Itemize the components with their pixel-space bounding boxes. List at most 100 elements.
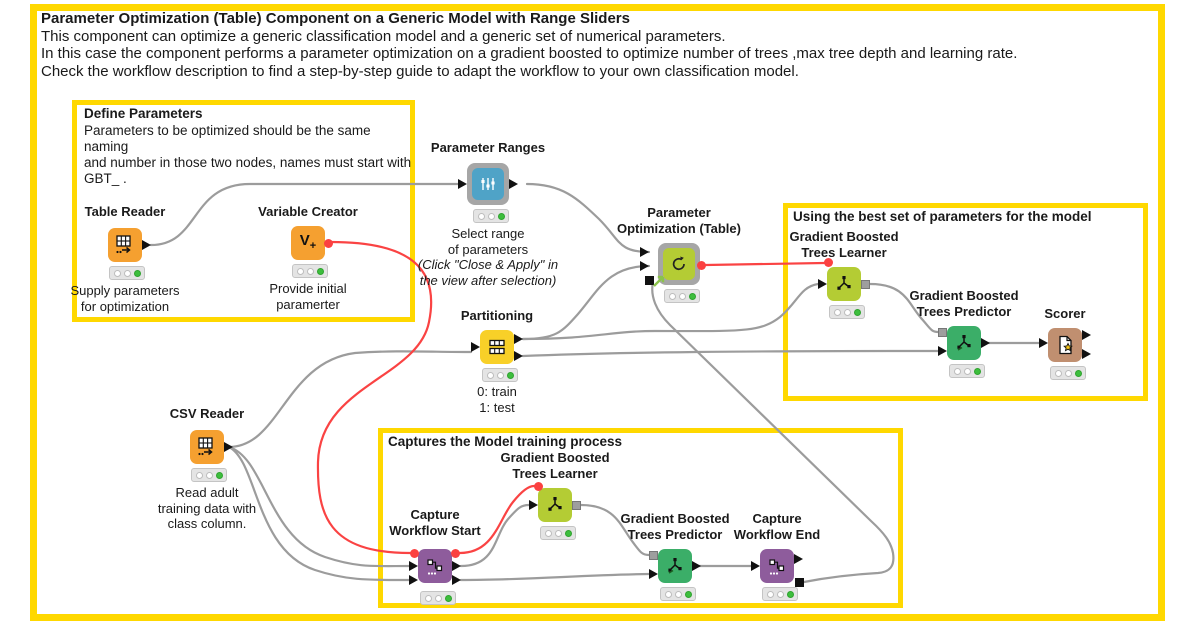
edge-gbt-learner-right-to-gbt-pred-right[interactable] bbox=[868, 282, 940, 334]
flow-variable-input-port[interactable] bbox=[410, 548, 419, 558]
capture-workflow-icon bbox=[769, 559, 785, 575]
node-label: Table Reader bbox=[84, 204, 166, 219]
workflow-input-port[interactable] bbox=[645, 276, 654, 285]
table-icon bbox=[198, 437, 213, 456]
flow-variable-input-port[interactable] bbox=[534, 481, 543, 491]
node-caption: Supply parameters for optimization bbox=[70, 283, 180, 314]
node-label: Capture Workflow End bbox=[733, 511, 821, 542]
edge-capture-start-to-gbt-learner-bottom-flowvar[interactable] bbox=[458, 484, 536, 555]
model-output-port[interactable] bbox=[572, 500, 581, 510]
node-caption: 0: train 1: test bbox=[477, 384, 517, 415]
edge-param-opt-to-gbt-learner-right[interactable] bbox=[704, 261, 826, 267]
output-port[interactable] bbox=[1082, 329, 1091, 340]
output-port[interactable] bbox=[692, 560, 701, 571]
input-port[interactable] bbox=[751, 560, 760, 571]
edge-capture-start-to-gbt-pred-bottom[interactable] bbox=[459, 572, 651, 582]
edge-csv-reader-to-partitioning[interactable] bbox=[227, 350, 473, 449]
model-input-port[interactable] bbox=[938, 327, 947, 337]
status-traffic-light bbox=[540, 526, 576, 540]
edge-csv-reader-to-capture-start-1[interactable] bbox=[227, 445, 411, 568]
input-port[interactable] bbox=[938, 345, 947, 356]
input-port[interactable] bbox=[649, 568, 658, 579]
range-sliders-icon bbox=[481, 178, 495, 190]
output-port[interactable] bbox=[224, 441, 233, 452]
output-port[interactable] bbox=[981, 337, 990, 348]
output-port-test[interactable] bbox=[514, 350, 523, 361]
workflow-description: This component can optimize a generic cl… bbox=[41, 28, 1018, 80]
node-gbt-learner-bottom[interactable] bbox=[538, 488, 572, 522]
node-label: Gradient Boosted Trees Learner bbox=[789, 229, 899, 260]
flow-variable-input-port[interactable] bbox=[824, 258, 833, 267]
status-traffic-light bbox=[829, 305, 865, 319]
output-port[interactable] bbox=[794, 554, 803, 564]
output-port-train[interactable] bbox=[514, 333, 523, 344]
status-traffic-light bbox=[482, 368, 518, 382]
input-port[interactable] bbox=[1039, 337, 1048, 348]
input-port[interactable] bbox=[818, 278, 827, 289]
annotation-best-parameters[interactable] bbox=[783, 203, 1148, 401]
node-label: Gradient Boosted Trees Learner bbox=[500, 450, 610, 481]
tree-predictor-icon bbox=[957, 335, 971, 351]
status-traffic-light bbox=[949, 364, 985, 378]
node-parameter-optimization[interactable] bbox=[658, 243, 700, 285]
annotation-workflow-description[interactable] bbox=[30, 4, 1165, 621]
input-port[interactable] bbox=[458, 178, 467, 189]
edge-table-reader-to-parameter-ranges[interactable] bbox=[149, 182, 460, 247]
annotation-define-parameters[interactable] bbox=[72, 100, 415, 322]
input-port[interactable] bbox=[409, 575, 418, 585]
edge-partitioning-train-to-gbt-learner-right[interactable] bbox=[521, 282, 820, 341]
output-port[interactable] bbox=[509, 178, 518, 189]
workflow-output-port[interactable] bbox=[795, 578, 804, 587]
status-traffic-light bbox=[292, 264, 328, 278]
edge-gbt-learner-bottom-to-gbt-pred-bottom[interactable] bbox=[579, 503, 651, 557]
edge-csv-reader-to-capture-start-2[interactable] bbox=[227, 445, 411, 582]
status-traffic-light bbox=[1050, 366, 1086, 380]
output-port[interactable] bbox=[142, 239, 151, 250]
model-output-port[interactable] bbox=[861, 279, 870, 289]
node-gbt-predictor-right[interactable] bbox=[947, 326, 981, 360]
flow-variable-output-port[interactable] bbox=[451, 548, 460, 558]
node-partitioning[interactable] bbox=[480, 330, 514, 364]
output-port[interactable] bbox=[452, 561, 461, 571]
input-port[interactable] bbox=[409, 561, 418, 571]
status-traffic-light bbox=[660, 587, 696, 601]
node-label: Parameter Optimization (Table) bbox=[617, 205, 741, 236]
status-traffic-light bbox=[664, 289, 700, 303]
output-port[interactable] bbox=[1082, 348, 1091, 359]
tree-predictor-icon bbox=[668, 558, 682, 574]
edge-parameter-ranges-to-param-opt[interactable] bbox=[525, 182, 651, 254]
node-scorer[interactable] bbox=[1048, 328, 1082, 362]
input-port[interactable] bbox=[640, 260, 649, 271]
node-capture-workflow-end[interactable] bbox=[760, 549, 794, 583]
edge-capture-end-to-param-opt[interactable] bbox=[651, 280, 895, 584]
annotation-capture[interactable] bbox=[378, 428, 903, 608]
node-parameter-ranges[interactable] bbox=[467, 163, 509, 205]
node-gbt-predictor-bottom[interactable] bbox=[658, 549, 692, 583]
node-label: Variable Creator bbox=[258, 204, 358, 219]
flow-variable-output-port[interactable] bbox=[324, 238, 333, 248]
edge-partitioning-train-to-param-opt[interactable] bbox=[521, 264, 651, 341]
node-csv-reader[interactable] bbox=[190, 430, 224, 464]
input-port[interactable] bbox=[471, 341, 480, 352]
output-port[interactable] bbox=[452, 575, 461, 585]
node-variable-creator[interactable]: V+ bbox=[291, 226, 325, 260]
edge-capture-start-to-gbt-learner-bottom[interactable] bbox=[459, 503, 531, 568]
status-traffic-light bbox=[762, 587, 798, 601]
status-traffic-light bbox=[191, 468, 227, 482]
loop-icon bbox=[672, 256, 685, 270]
capture-workflow-icon bbox=[427, 559, 443, 575]
flow-variable-output-port[interactable] bbox=[697, 261, 706, 270]
input-port[interactable] bbox=[640, 246, 649, 257]
input-port[interactable] bbox=[529, 499, 538, 510]
node-caption-note: (Click "Close & Apply" in the view after… bbox=[417, 257, 559, 288]
edge-variable-creator-to-capture-start[interactable] bbox=[316, 240, 433, 555]
node-capture-workflow-start[interactable] bbox=[418, 549, 452, 583]
capture-title: Captures the Model training process bbox=[388, 434, 623, 449]
table-icon bbox=[116, 235, 131, 254]
model-input-port[interactable] bbox=[649, 550, 658, 560]
node-table-reader[interactable] bbox=[108, 228, 142, 262]
node-gbt-learner-right[interactable] bbox=[827, 267, 861, 301]
tree-learner-icon bbox=[837, 276, 851, 290]
edge-partitioning-test-to-gbt-pred-right[interactable] bbox=[521, 349, 940, 358]
